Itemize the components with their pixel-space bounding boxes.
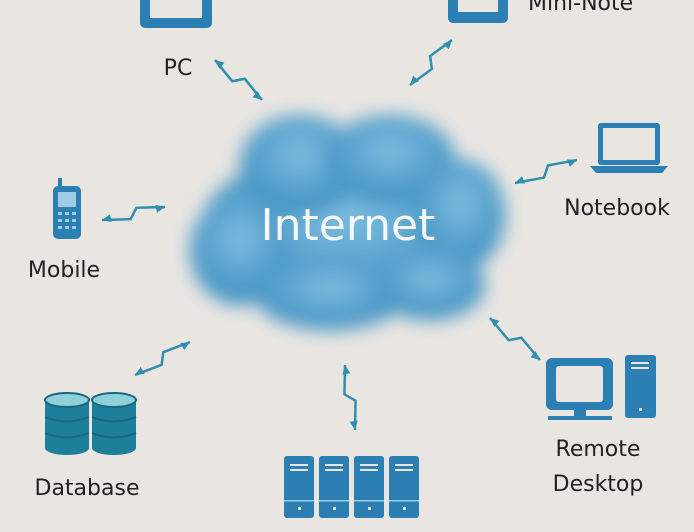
server-rack-icon	[284, 456, 419, 518]
server-unit	[354, 456, 384, 518]
mobile-label: Mobile	[28, 258, 100, 283]
notebook-label: Notebook	[564, 196, 670, 221]
link-arrowhead	[567, 159, 577, 167]
lightning-link-icon	[514, 158, 578, 185]
lightning-link-icon	[134, 340, 191, 377]
database-label: Database	[35, 476, 140, 501]
link-arrowhead	[135, 366, 145, 375]
mini-note-icon	[448, 0, 508, 23]
links	[101, 38, 578, 431]
internet-cloud	[190, 115, 505, 330]
mini-note-label: Mini-Note	[528, 0, 633, 16]
remote-desktop-label-line2: Desktop	[553, 472, 644, 497]
pc-label: PC	[164, 56, 193, 81]
notebook-laptop-icon	[590, 123, 668, 173]
pc-monitor-icon	[140, 0, 212, 28]
link-arrowhead	[180, 342, 190, 351]
link-arrowhead	[490, 318, 500, 327]
link-arrowhead	[349, 420, 358, 430]
link-arrowhead	[515, 176, 525, 184]
link-arrowhead	[530, 351, 540, 360]
server-unit	[284, 456, 314, 518]
database-icon	[44, 392, 137, 456]
remote-desktop-label-line1: Remote	[556, 437, 641, 462]
link-arrowhead	[155, 204, 165, 213]
lightning-link-icon	[343, 364, 357, 431]
lightning-link-icon	[409, 38, 453, 87]
link-arrowhead	[252, 91, 262, 100]
link-arrowhead	[215, 60, 225, 69]
server-unit	[389, 456, 419, 518]
link-arrowhead	[342, 365, 351, 375]
lightning-link-icon	[214, 59, 263, 101]
server-unit	[319, 456, 349, 518]
internet-label: Internet	[261, 200, 436, 251]
lightning-link-icon	[489, 317, 541, 361]
link-arrowhead	[442, 40, 452, 50]
remote-desktop-icon	[546, 355, 656, 420]
mobile-phone-icon	[53, 178, 81, 239]
link-arrowhead	[102, 214, 112, 223]
lightning-link-icon	[101, 205, 166, 222]
link-arrowhead	[410, 75, 420, 85]
